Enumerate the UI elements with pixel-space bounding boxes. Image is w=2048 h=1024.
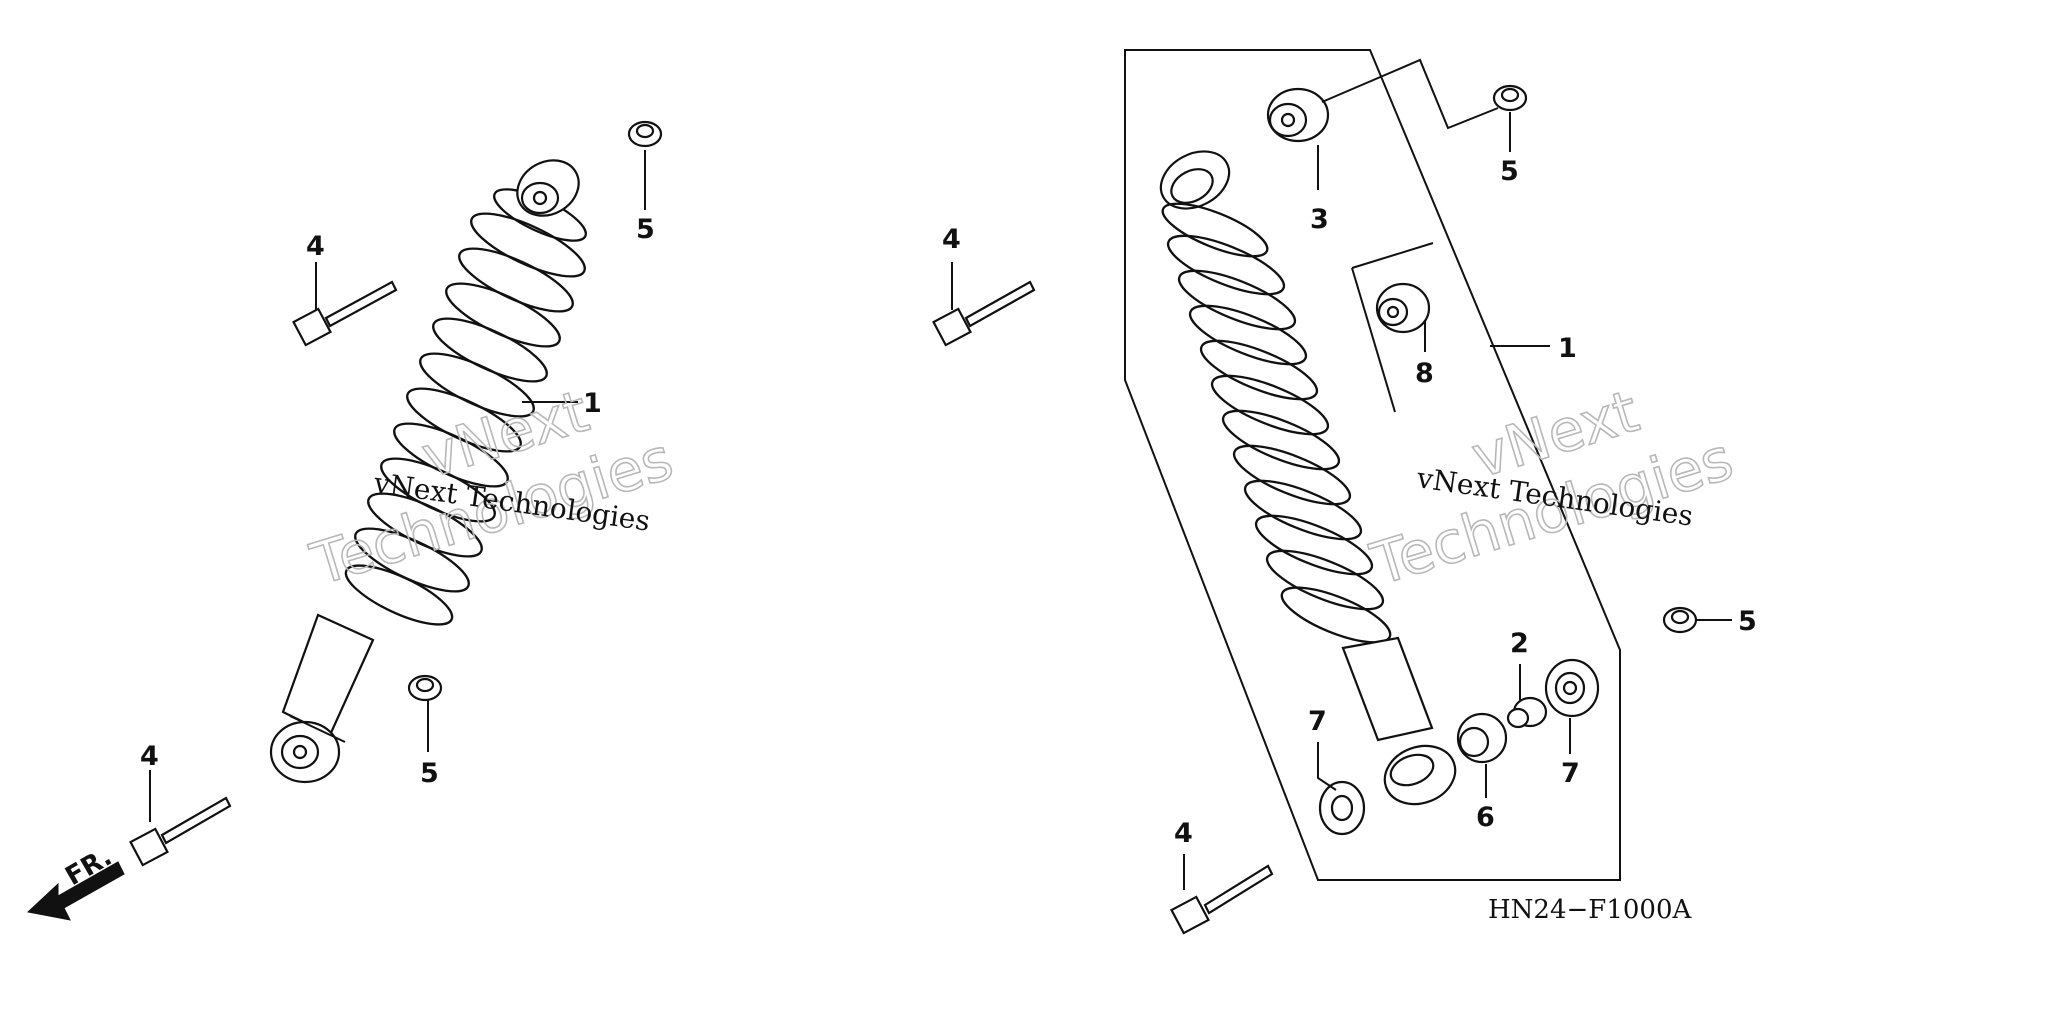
callout-left-bolt-bottom: 4 [140,741,159,772]
right-bolt-top [932,280,1036,347]
callout-right-collar: 2 [1510,628,1529,659]
right-nut-top [1492,84,1528,112]
left-shock-absorber [269,159,587,784]
right-shock-absorber [1159,150,1457,806]
right-spring-coils [1161,202,1392,644]
drawing-code: HN24−F1000A [1488,895,1693,925]
left-nut-top [627,120,663,148]
callout-right-seal-right: 7 [1561,758,1580,789]
callout-right-bushing-mid: 8 [1415,358,1434,389]
callout-right-nut-side: 5 [1738,606,1757,637]
callout-right-seal-left: 7 [1308,706,1327,737]
callout-left-shock: 1 [583,388,602,419]
right-collar [1506,696,1548,729]
left-bolt-bottom [129,796,232,867]
left-nut-bottom [407,674,443,702]
callout-left-bolt-top: 4 [306,231,325,262]
callout-right-bolt-bottom: 4 [1174,818,1193,849]
right-bolt-bottom [1170,864,1274,935]
callout-right-bolt-top: 4 [942,224,961,255]
assembly-boundary [1124,49,1621,881]
left-bolt-top [292,280,398,347]
front-direction-arrow [26,861,125,921]
right-seal-left [1318,780,1366,836]
left-spring-coils [344,188,587,626]
right-bearing [1456,712,1508,764]
right-bushing-top [1266,87,1330,143]
right-nut-side [1662,606,1698,634]
callout-right-bushing-top: 3 [1310,204,1329,235]
callout-left-nut-bottom: 5 [420,758,439,789]
callout-right-shock: 1 [1558,333,1577,364]
right-bushing-mid [1375,282,1431,334]
callout-right-bearing: 6 [1476,802,1495,833]
right-seal-right [1544,658,1600,718]
callout-left-nut-top: 5 [636,214,655,245]
callout-right-nut-top: 5 [1500,156,1519,187]
